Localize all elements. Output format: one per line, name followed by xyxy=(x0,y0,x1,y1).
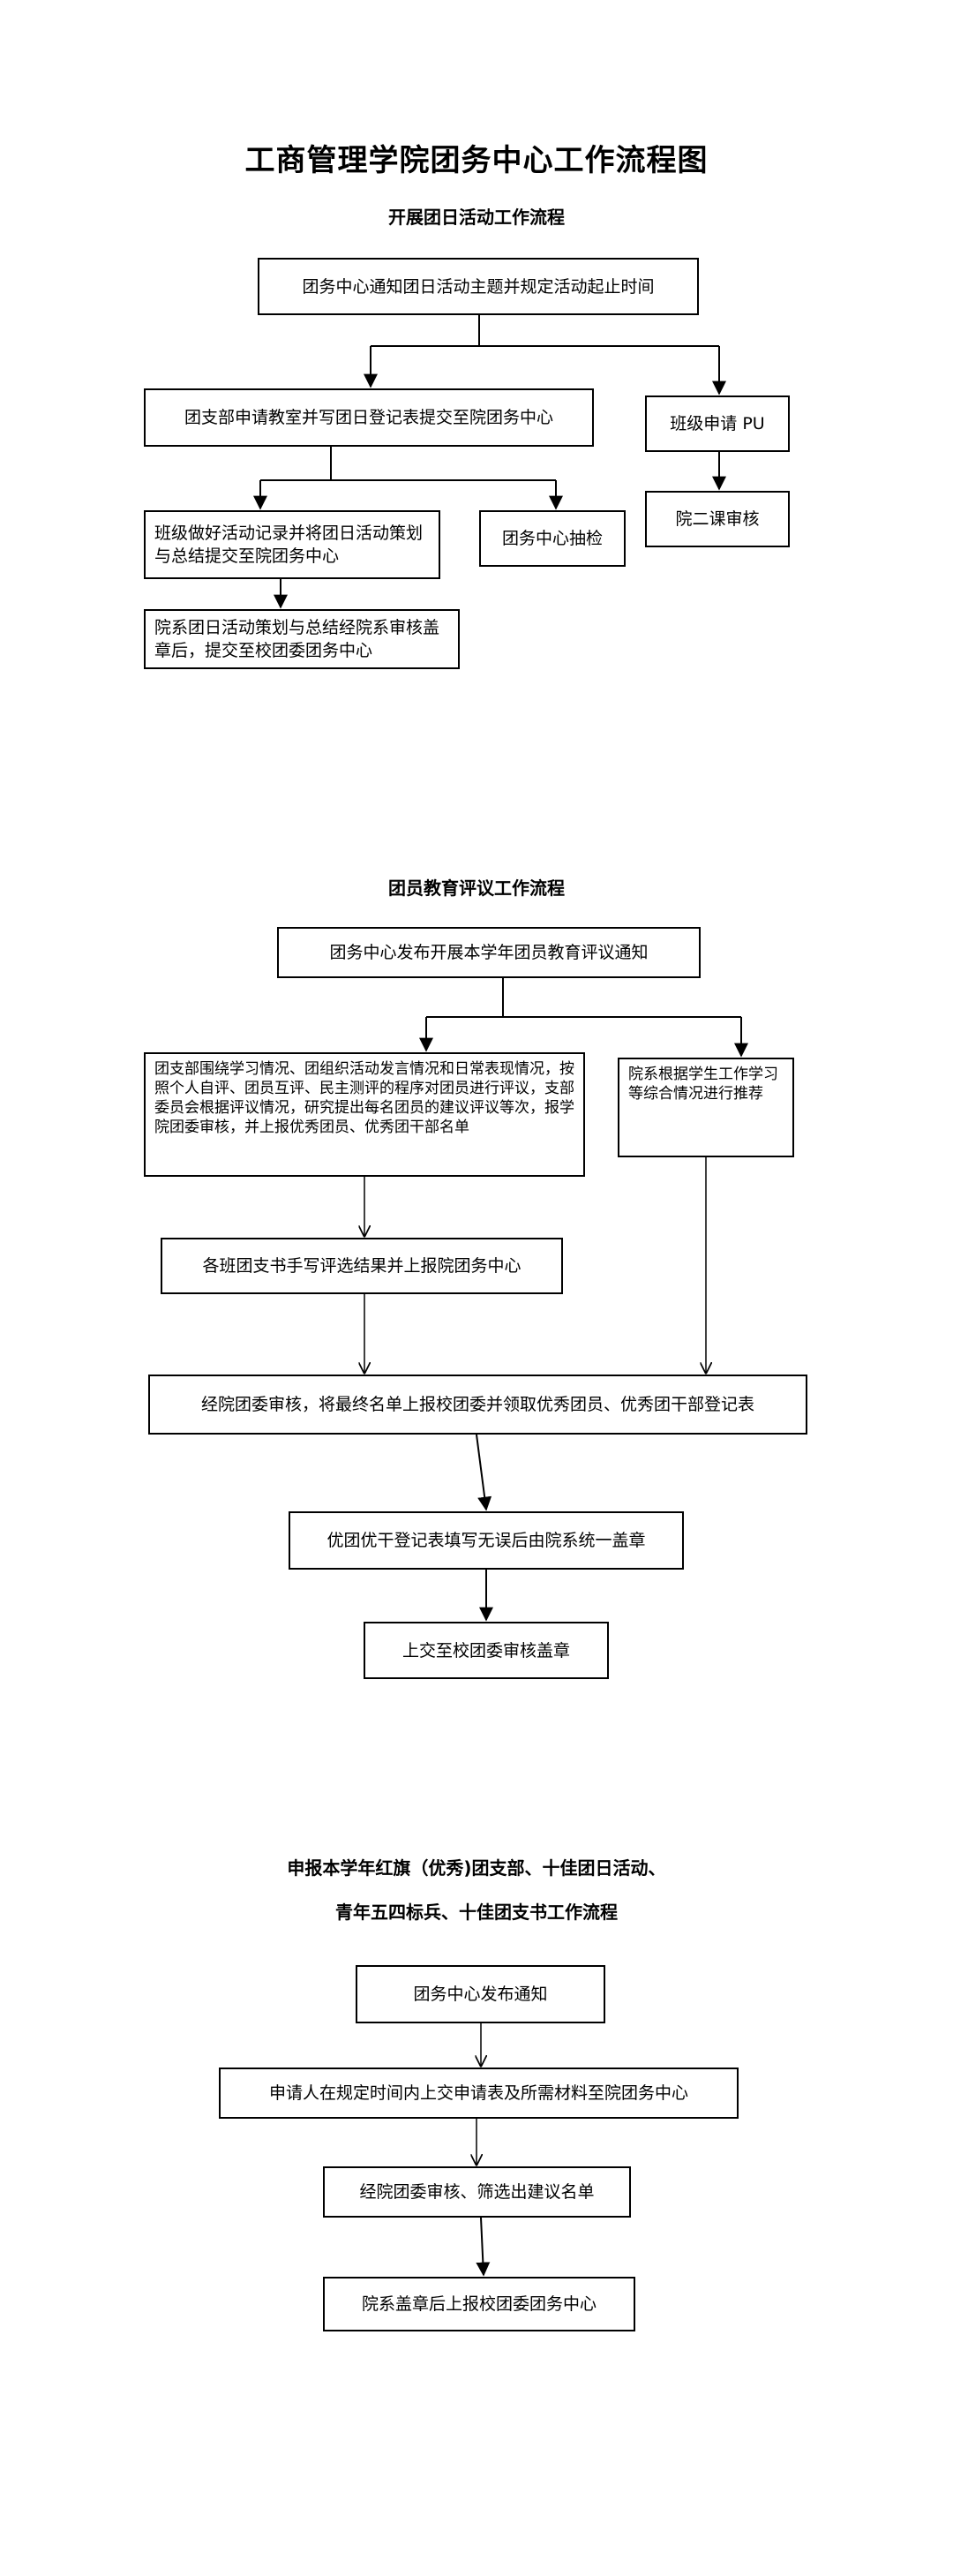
page-title: 工商管理学院团务中心工作流程图 xyxy=(244,143,709,178)
s2-notify-box: 团务中心发布开展本学年团员教育评议通知 xyxy=(277,927,701,978)
s1-record-box: 班级做好活动记录并将团日活动策划与总结提交至院团务中心 xyxy=(144,510,440,579)
s2-final-box: 上交至校团委审核盖章 xyxy=(364,1622,609,1679)
section1-heading: 开展团日活动工作流程 xyxy=(388,207,565,228)
s1-final-submit-box: 院系团日活动策划与总结经院系审核盖章后，提交至校团委团务中心 xyxy=(144,609,460,669)
s2-branch-eval-box: 团支部围绕学习情况、团组织活动发言情况和日常表现情况，按照个人自评、团员互评、民… xyxy=(144,1052,585,1177)
s3-final-box: 院系盖章后上报校团委团务中心 xyxy=(323,2277,635,2331)
s2-secretary-upload-box: 各班团支书手写评选结果并上报院团务中心 xyxy=(161,1238,563,1294)
s1-spot-check-box: 团务中心抽检 xyxy=(479,510,626,567)
s1-college-review-box: 院二课审核 xyxy=(645,491,790,547)
section3-heading-line1: 申报本学年红旗（优秀)团支部、十佳团日活动、 xyxy=(287,1857,666,1879)
section2-heading: 团员教育评议工作流程 xyxy=(388,877,565,899)
s2-college-recommend-box: 院系根据学生工作学习等综合情况进行推荐 xyxy=(618,1058,794,1157)
s1-notify-box: 团务中心通知团日活动主题并规定活动起止时间 xyxy=(258,258,699,315)
s3-notify-box: 团务中心发布通知 xyxy=(356,1965,605,2023)
s2-committee-review-box: 经院团委审核，将最终名单上报校团委并领取优秀团员、优秀团干部登记表 xyxy=(148,1375,807,1435)
s1-class-apply-box: 班级申请 PU xyxy=(645,395,790,452)
s1-branch-submit-box: 团支部申请教室并写团日登记表提交至院团务中心 xyxy=(144,388,594,447)
s2-stamp-box: 优团优干登记表填写无误后由院系统一盖章 xyxy=(289,1511,684,1570)
section3-heading-line2: 青年五四标兵、十佳团支书工作流程 xyxy=(335,1902,618,1923)
s3-apply-box: 申请人在规定时间内上交申请表及所需材料至院团务中心 xyxy=(219,2068,739,2119)
s3-screen-box: 经院团委审核、筛选出建议名单 xyxy=(323,2166,631,2218)
